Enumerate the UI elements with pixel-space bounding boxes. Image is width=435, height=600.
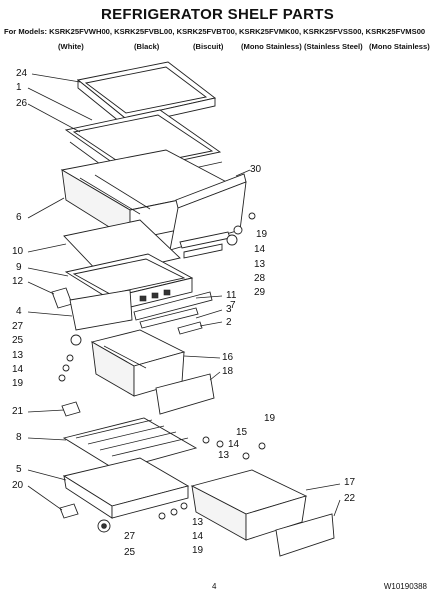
callout-21: 21	[12, 406, 24, 417]
part-24-shelf-frame	[76, 61, 217, 127]
color-mono-stainless-2: (Mono Stainless)	[369, 42, 430, 51]
callout-14-mid: 14	[228, 439, 240, 450]
callout-19: 19	[12, 378, 24, 389]
callout-6: 6	[16, 212, 22, 223]
document-number: W10190388	[383, 582, 427, 591]
part-20-clip	[59, 503, 79, 519]
part-26-shelf-rails	[64, 109, 223, 184]
callout-13-bottom: 13	[192, 517, 204, 528]
part-8-wire-shelf	[62, 417, 198, 471]
callout-25-bottom: 25	[124, 547, 136, 558]
callout-14-bottom: 14	[192, 531, 204, 542]
callout-4: 4	[16, 306, 22, 317]
part-27-25-roller	[97, 519, 111, 533]
part-17-pan	[190, 469, 308, 541]
color-stainless-steel: (Stainless Steel)	[304, 42, 363, 51]
color-white: (White)	[58, 42, 84, 51]
callout-15: 15	[236, 427, 248, 438]
callout-24: 24	[16, 68, 28, 79]
callout-17: 17	[344, 477, 356, 488]
callout-18: 18	[222, 366, 234, 377]
callout-19-mid: 19	[264, 413, 276, 424]
callout-22: 22	[344, 493, 356, 504]
callout-5: 5	[16, 464, 22, 475]
color-black: (Black)	[134, 42, 160, 51]
callout-30: 30	[250, 164, 262, 175]
callout-19-right: 19	[256, 229, 268, 240]
part-18-front-panel	[155, 373, 215, 415]
callout-26: 26	[16, 98, 28, 109]
part-21-clip	[61, 401, 81, 417]
part-22-pan-front	[275, 513, 335, 557]
color-mono-stainless: (Mono Stainless)	[241, 42, 302, 51]
page-title: REFRIGERATOR SHELF PARTS	[100, 6, 335, 23]
callout-8: 8	[16, 432, 22, 443]
page-number: 4	[212, 582, 217, 591]
part-3-2-brackets	[139, 307, 203, 335]
part-12-4-11-supports	[51, 287, 213, 331]
callout-20: 20	[12, 480, 24, 491]
callout-27-bottom: 27	[124, 531, 136, 542]
callout-10: 10	[12, 246, 24, 257]
callout-14: 14	[12, 364, 24, 375]
callout-1: 1	[16, 82, 22, 93]
callout-14-right: 14	[254, 244, 266, 255]
callout-13: 13	[12, 350, 24, 361]
callout-3: 3	[226, 304, 232, 315]
callout-12: 12	[12, 276, 24, 287]
callout-29: 29	[254, 287, 266, 298]
callout-28: 28	[254, 273, 266, 284]
callout-11: 11	[226, 290, 237, 301]
part-5-base-drawer	[62, 457, 190, 519]
callout-25: 25	[12, 335, 24, 346]
callout-16: 16	[222, 352, 234, 363]
callout-7: 7	[230, 300, 236, 311]
callout-13-mid: 13	[218, 450, 230, 461]
callout-2: 2	[226, 317, 232, 328]
callout-13-right: 13	[254, 259, 266, 270]
callout-9: 9	[16, 262, 22, 273]
hardware-screws	[58, 212, 266, 520]
callout-19-bottom: 19	[192, 545, 204, 556]
leader-lines	[27, 73, 341, 517]
model-list: For Models: KSRK25FVWH00, KSRK25FVBL00, …	[4, 27, 426, 36]
color-biscuit: (Biscuit)	[193, 42, 224, 51]
callout-27: 27	[12, 321, 24, 332]
